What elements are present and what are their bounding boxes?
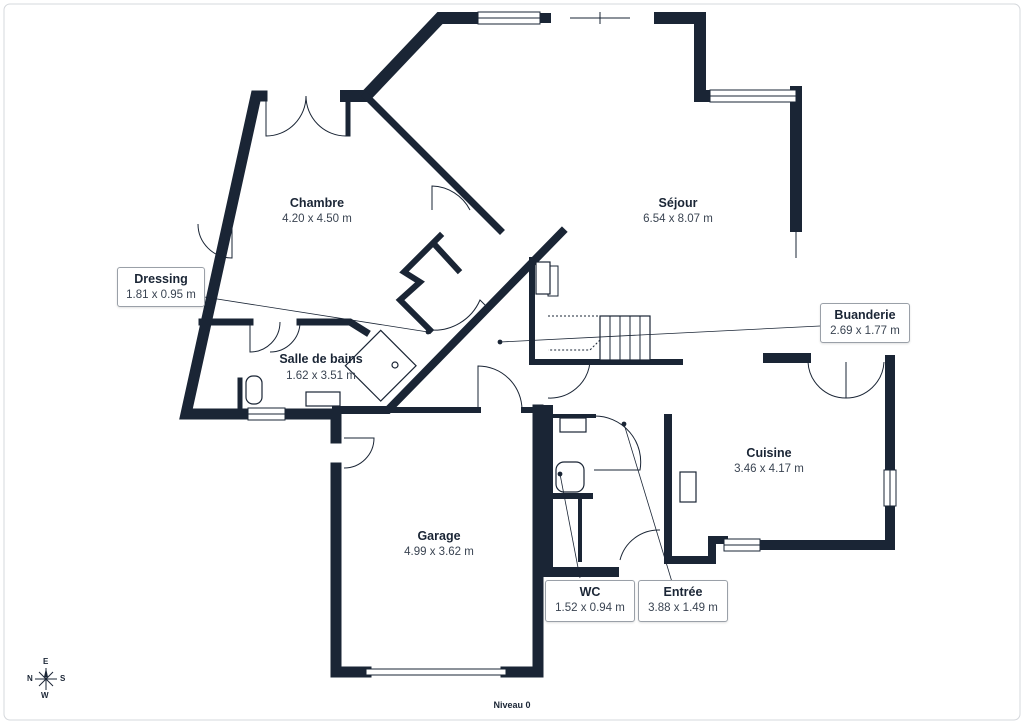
- room-dim-wc: 1.52 x 0.94 m: [555, 602, 625, 614]
- compass-south-label: S: [60, 674, 66, 683]
- room-dim-dressing: 1.81 x 0.95 m: [126, 289, 196, 301]
- room-dim-chambre: 4.20 x 4.50 m: [282, 213, 352, 225]
- stairs: [548, 315, 651, 361]
- doors: [197, 95, 885, 561]
- room-name-garage: Garage: [417, 529, 461, 543]
- room-name-salle-de-bains: Salle de bains: [279, 352, 363, 366]
- fixtures: [245, 261, 697, 503]
- room-name-chambre: Chambre: [289, 196, 345, 210]
- compass-west-label: W: [41, 691, 49, 700]
- room-name-cuisine: Cuisine: [746, 446, 792, 460]
- room-dim-sejour: 6.54 x 8.07 m: [643, 213, 713, 225]
- leader-lines: [197, 295, 821, 583]
- interior-walls: [198, 91, 683, 562]
- room-label-dressing: Dressing 1.81 x 0.95 m: [117, 267, 205, 307]
- room-dim-salle-de-bains: 1.62 x 3.51 m: [286, 370, 356, 382]
- sliding-door: [570, 12, 630, 24]
- room-dim-buanderie: 2.69 x 1.77 m: [830, 325, 900, 337]
- room-name-entree: Entrée: [663, 585, 703, 599]
- room-dim-cuisine: 3.46 x 4.17 m: [734, 463, 804, 475]
- exterior-walls: [179, 12, 895, 678]
- compass-east-label: E: [43, 657, 49, 666]
- room-name-dressing: Dressing: [134, 272, 188, 286]
- room-name-sejour: Séjour: [658, 196, 698, 210]
- compass-icon: [35, 668, 57, 690]
- level-label: Niveau 0: [493, 700, 531, 710]
- room-label-wc: WC 1.52 x 0.94 m: [545, 580, 635, 622]
- room-label-buanderie: Buanderie 2.69 x 1.77 m: [820, 303, 910, 343]
- room-dim-garage: 4.99 x 3.62 m: [404, 546, 474, 558]
- room-dim-entree: 3.88 x 1.49 m: [648, 602, 718, 614]
- compass-north-label: N: [27, 674, 33, 683]
- room-label-entree: Entrée 3.88 x 1.49 m: [638, 580, 728, 622]
- room-name-wc: WC: [579, 585, 601, 599]
- room-name-buanderie: Buanderie: [834, 308, 896, 322]
- windows: [247, 11, 897, 676]
